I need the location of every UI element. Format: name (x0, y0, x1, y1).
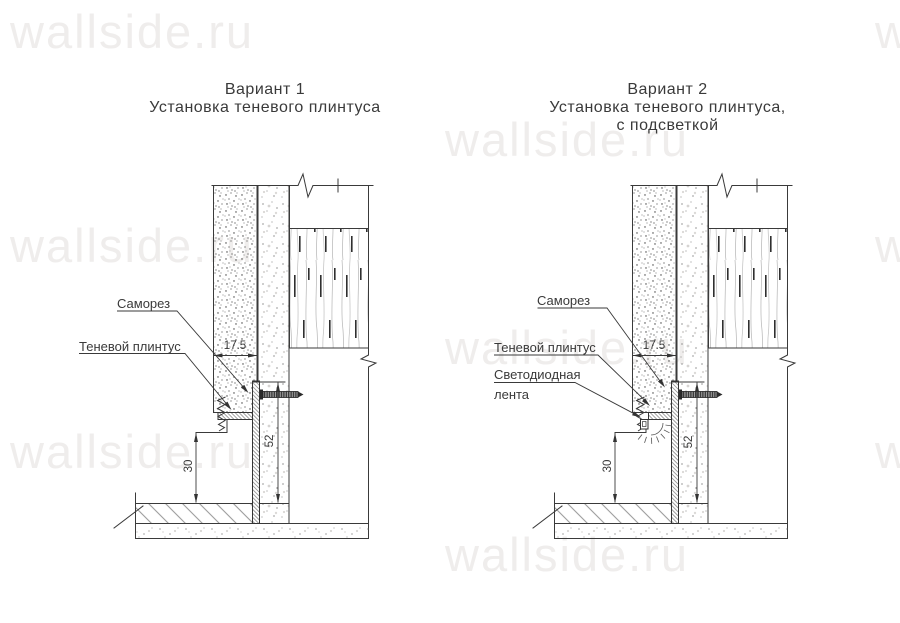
title-variant1-line2: Установка теневого плинтуса (149, 99, 381, 116)
dim-wall-thickness-v1: 17.5 (223, 340, 247, 352)
label-led-line2-v2: лента (494, 387, 530, 402)
drawing-variant-2 (532, 172, 797, 539)
drawing-variant-1 (113, 172, 378, 539)
watermark-text: wallside.ru (10, 5, 255, 58)
watermark-text: wallside.ru (10, 219, 255, 272)
title-variant2-line1: Вариант 2 (627, 81, 708, 98)
title-variant2-line3: с подсветкой (616, 117, 719, 134)
label-plinth-v2: Теневой плинтус (494, 340, 596, 355)
dim-gap-height-v2: 30 (602, 459, 614, 473)
watermark-text: wallside.ru (875, 5, 900, 58)
title-variant2-line2: Установка теневого плинтуса, (549, 99, 786, 116)
watermark-text: wallside.ru (445, 113, 690, 166)
dim-wall-thickness-v2: 17.5 (642, 340, 666, 352)
label-screw-v1: Саморез (117, 296, 171, 311)
leader-lines (79, 307, 665, 418)
label-screw-v2: Саморез (537, 293, 591, 308)
watermark-text: wallside.ru (875, 219, 900, 272)
watermark-text: wallside.ru (10, 425, 255, 478)
label-plinth-v1: Теневой плинтус (79, 339, 181, 354)
watermark-text: wallside.ru (875, 425, 900, 478)
title-variant1-line1: Вариант 1 (224, 81, 306, 98)
dim-profile-height-v2: 52 (683, 435, 695, 449)
dim-gap-height-v1: 30 (183, 459, 195, 473)
label-led-line1-v2: Светодиодная (494, 367, 581, 382)
dim-profile-height-v1: 52 (264, 434, 276, 448)
